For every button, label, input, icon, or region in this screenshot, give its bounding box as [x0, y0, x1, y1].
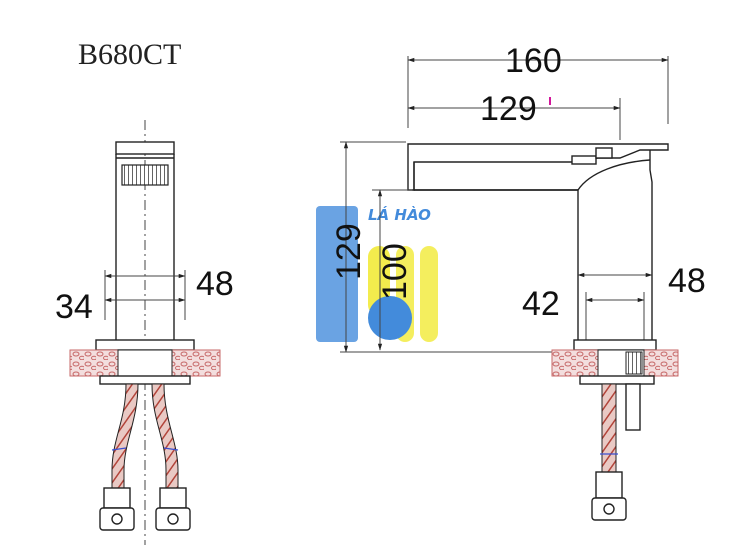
handle-knurl-icon — [121, 164, 169, 186]
dim-side-base-outer: 48 — [668, 262, 706, 300]
hose-left — [111, 383, 139, 489]
dim-side-total-length: 160 — [505, 42, 562, 80]
hose-side — [601, 383, 617, 473]
dim-front-width-top: 48 — [196, 265, 234, 303]
dim-side-spout-length: 129 — [480, 90, 537, 128]
side-view: 160 129 129 100 48 42 — [330, 42, 706, 521]
front-view: 48 34 — [55, 120, 234, 545]
dim-side-spout-height: 100 — [376, 243, 414, 300]
dim-side-total-height: 129 — [330, 223, 368, 280]
watermark-text: LÁ HÀO — [368, 205, 431, 224]
model-code: B680CT — [78, 38, 181, 71]
hose-right — [151, 383, 179, 489]
dim-side-base-inner: 42 — [522, 285, 560, 323]
dim-front-width-base: 34 — [55, 288, 93, 326]
